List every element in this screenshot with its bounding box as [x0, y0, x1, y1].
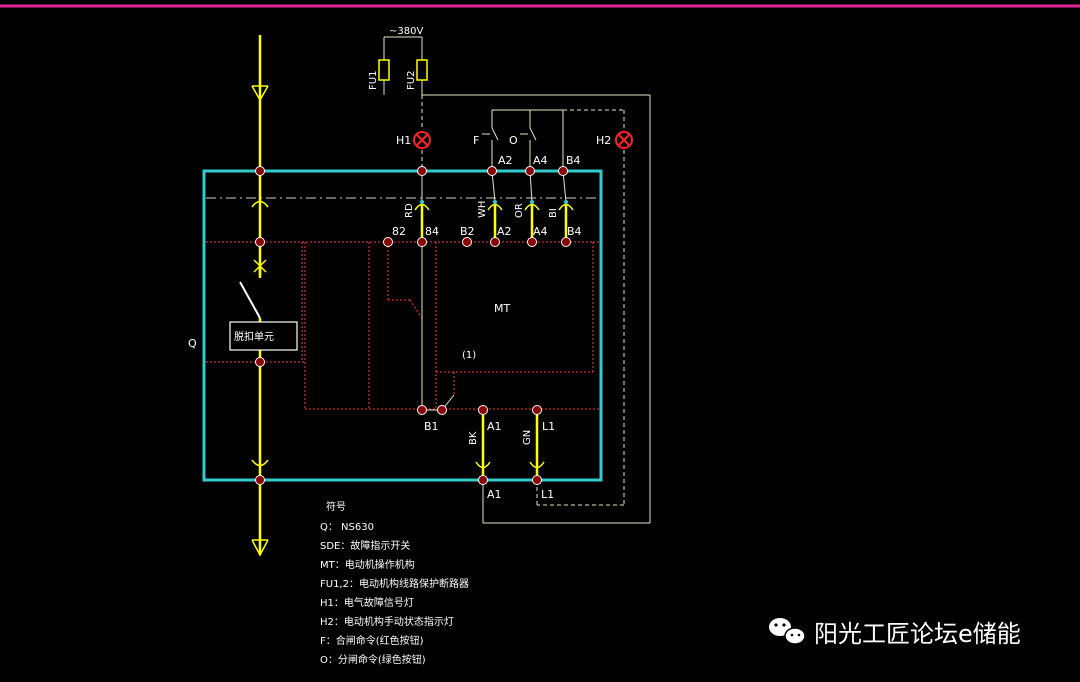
control-connectors	[420, 202, 568, 475]
legend-line: O：分闸命令(绿色按钮)	[320, 653, 426, 666]
watermark-text: 阳光工匠论坛e储能	[814, 620, 1021, 648]
inner-terminal-82: 82	[392, 225, 406, 238]
note-label: (1)	[462, 350, 476, 361]
connector-arcs	[414, 203, 574, 469]
button-o-label: O	[509, 134, 518, 147]
wire-code-bi: BI	[548, 208, 559, 218]
wechat-icon	[769, 618, 806, 645]
internal-dotted-lines	[206, 241, 601, 410]
wire-code-bk: BK	[468, 431, 479, 445]
small-cyan-dots	[420, 200, 568, 204]
top-terminal-a2: A2	[498, 154, 513, 167]
inner-terminal-b2: B2	[460, 225, 475, 238]
connector-links	[421, 170, 567, 411]
bus-connector-arcs	[251, 200, 269, 467]
supply-label: ~380V	[389, 26, 423, 37]
motor-label: MT	[494, 302, 510, 315]
disconnect-mark	[253, 259, 267, 273]
lamp-h2	[615, 131, 633, 149]
legend-line: F：合闸命令(红色按钮)	[320, 634, 424, 647]
watermark: 阳光工匠论坛e储能	[769, 618, 1021, 648]
bottom-terminal-a1: A1	[487, 420, 502, 433]
inner-terminal-a4: A4	[533, 225, 548, 238]
diagram-labels: ~380V FU1 FU2 H1 H2 F O A2 A4 B4 RD WH O…	[188, 26, 611, 501]
lamp-h2-label: H2	[596, 134, 611, 147]
top-terminal-b4: B4	[566, 154, 581, 167]
wire-code-rd: RD	[404, 203, 415, 218]
fuse-fu1	[378, 59, 390, 81]
legend: 符号 Q： NS630 SDE：故障指示开关 MT：电动机操作机构 FU1,2：…	[320, 500, 469, 666]
legend-line: FU1,2：电动机构线路保护断路器	[320, 577, 469, 590]
wire-code-or: OR	[514, 203, 525, 218]
button-contacts	[482, 127, 537, 141]
legend-line: H1：电气故障信号灯	[320, 596, 414, 609]
outer-terminal-l1: L1	[541, 488, 554, 501]
breaker-enclosure	[202, 169, 603, 482]
inner-terminal-84: 84	[425, 225, 439, 238]
fuse-fu2	[416, 59, 428, 81]
legend-line: H2：电动机构手动状态指示灯	[320, 615, 454, 628]
inner-terminal-b4: B4	[567, 225, 582, 238]
bottom-terminal-b1: B1	[424, 420, 439, 433]
bottom-terminal-l1: L1	[542, 420, 555, 433]
breaker-q-label: Q	[188, 337, 197, 350]
wire-code-gn: GN	[522, 430, 533, 445]
top-terminal-a4: A4	[533, 154, 548, 167]
legend-title: 符号	[326, 500, 346, 513]
protection-unit-box	[229, 321, 298, 351]
wire-code-wh: WH	[477, 201, 488, 218]
lamp-h1	[413, 131, 431, 149]
breaker-contact	[239, 281, 261, 319]
lamp-h1-label: H1	[396, 134, 411, 147]
bus-arrows	[251, 85, 269, 557]
outer-terminal-a1: A1	[487, 488, 502, 501]
button-f-label: F	[473, 134, 479, 147]
fuse-fu1-label: FU1	[368, 71, 379, 90]
switch-gap	[250, 278, 270, 318]
legend-line: SDE：故障指示开关	[320, 539, 410, 552]
control-wires	[383, 36, 651, 524]
fuse-fu2-label: FU2	[406, 71, 417, 90]
protect-unit-label: 脱扣单元	[234, 330, 274, 343]
junction-nodes	[255, 166, 571, 485]
inner-terminal-a2: A2	[497, 225, 512, 238]
legend-line: MT：电动机操作机构	[320, 558, 415, 571]
legend-line: Q： NS630	[320, 522, 374, 533]
